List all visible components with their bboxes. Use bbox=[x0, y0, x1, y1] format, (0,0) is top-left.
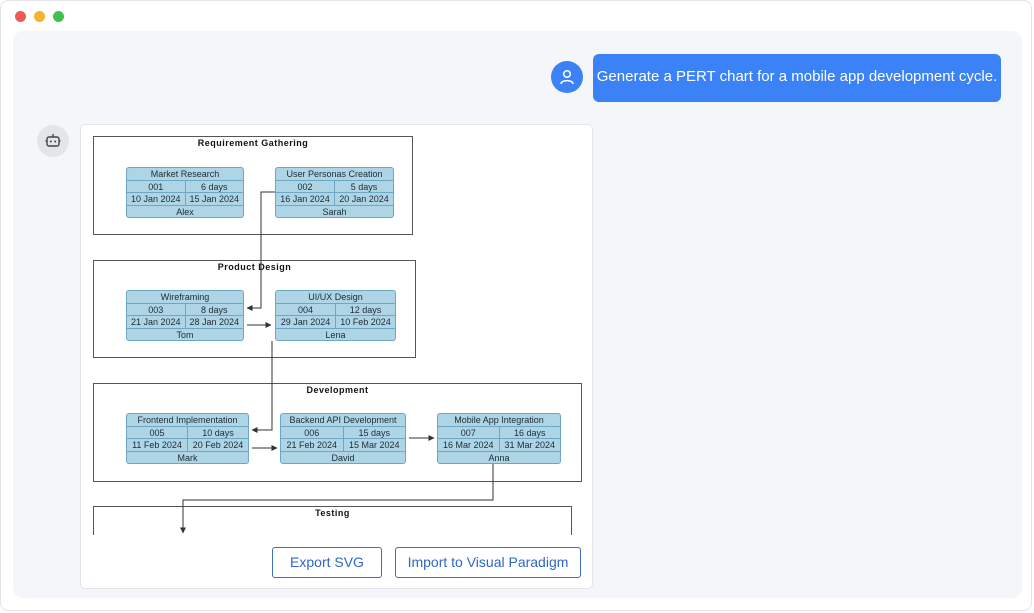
task-name: Mobile App Integration bbox=[454, 415, 544, 425]
task-end: 28 Jan 2024 bbox=[189, 317, 240, 327]
import-visual-paradigm-button[interactable]: Import to Visual Paradigm bbox=[395, 547, 581, 578]
lane-testing: Testing bbox=[93, 506, 572, 535]
export-svg-button[interactable]: Export SVG bbox=[272, 547, 382, 578]
task-end: 20 Jan 2024 bbox=[339, 194, 389, 204]
task-node[interactable]: User Personas Creation 002 5 days 16 Jan … bbox=[275, 167, 394, 218]
task-node[interactable]: UI/UX Design 004 12 days 29 Jan 2024 10 Fe… bbox=[275, 290, 396, 341]
task-node[interactable]: Frontend Implementation 005 10 days 11 Fe… bbox=[126, 413, 249, 464]
task-id: 006 bbox=[281, 426, 344, 438]
task-start: 16 Jan 2024 bbox=[276, 193, 335, 205]
task-node[interactable]: Backend API Development 006 15 days 21 Fe… bbox=[280, 413, 406, 464]
task-owner: Lena bbox=[325, 329, 346, 340]
task-owner: Anna bbox=[488, 452, 510, 463]
task-start: 11 Feb 2024 bbox=[127, 439, 188, 451]
connector-007-testing bbox=[180, 464, 494, 534]
lane-title: Development bbox=[306, 385, 369, 395]
task-owner: Alex bbox=[176, 206, 194, 217]
task-owner: David bbox=[331, 452, 355, 463]
task-duration: 10 days bbox=[202, 427, 234, 438]
task-start: 29 Jan 2024 bbox=[276, 316, 336, 328]
close-window-dot[interactable] bbox=[15, 11, 26, 22]
task-duration: 16 days bbox=[513, 427, 546, 438]
lane-title: Product Design bbox=[217, 262, 292, 272]
task-id: 001 bbox=[127, 180, 186, 192]
task-duration: 12 days bbox=[349, 304, 382, 315]
task-end: 15 Jan 2024 bbox=[189, 194, 240, 204]
task-id: 002 bbox=[276, 180, 335, 192]
connector-002-003 bbox=[246, 191, 275, 311]
task-owner: Tom bbox=[176, 329, 194, 340]
task-end: 20 Feb 2024 bbox=[192, 440, 244, 450]
task-name: Market Research bbox=[150, 169, 220, 179]
task-owner: Mark bbox=[177, 452, 198, 463]
task-duration: 15 days bbox=[358, 427, 391, 438]
task-id: 007 bbox=[438, 426, 500, 438]
task-start: 10 Jan 2024 bbox=[127, 193, 186, 205]
user-icon bbox=[551, 61, 583, 93]
task-end: 15 Mar 2024 bbox=[348, 440, 400, 450]
task-start: 16 Mar 2024 bbox=[438, 439, 500, 451]
task-id: 004 bbox=[276, 303, 336, 315]
connector-004-005 bbox=[251, 341, 273, 433]
task-start: 21 Jan 2024 bbox=[127, 316, 186, 328]
task-duration: 8 days bbox=[200, 304, 228, 315]
lane-title: Testing bbox=[315, 508, 350, 518]
task-name: Backend API Development bbox=[289, 415, 397, 425]
task-duration: 5 days bbox=[350, 181, 378, 192]
robot-icon bbox=[37, 125, 69, 157]
pert-chart-card: Requirement Gathering Product Design Dev… bbox=[80, 124, 593, 589]
task-id: 005 bbox=[127, 426, 188, 438]
dependency-connectors bbox=[180, 191, 494, 534]
lane-title: Requirement Gathering bbox=[197, 138, 309, 148]
task-node[interactable]: Mobile App Integration 007 16 days 16 Mar… bbox=[437, 413, 561, 464]
chat-area: Generate a PERT chart for a mobile app d… bbox=[13, 31, 1022, 598]
minimize-window-dot[interactable] bbox=[34, 11, 45, 22]
task-owner: Sarah bbox=[322, 206, 347, 217]
task-name: User Personas Creation bbox=[286, 169, 383, 179]
task-name: Frontend Implementation bbox=[137, 415, 238, 425]
task-name: UI/UX Design bbox=[308, 292, 363, 302]
task-start: 21 Feb 2024 bbox=[281, 439, 344, 451]
user-message: Generate a PERT chart for a mobile app d… bbox=[593, 54, 1001, 102]
task-end: 31 Mar 2024 bbox=[504, 440, 556, 450]
task-name: Wireframing bbox=[160, 292, 210, 302]
maximize-window-dot[interactable] bbox=[53, 11, 64, 22]
pert-diagram: Requirement Gathering Product Design Dev… bbox=[81, 125, 592, 535]
task-duration: 6 days bbox=[200, 181, 228, 192]
task-end: 10 Feb 2024 bbox=[340, 317, 391, 327]
task-id: 003 bbox=[127, 303, 186, 315]
